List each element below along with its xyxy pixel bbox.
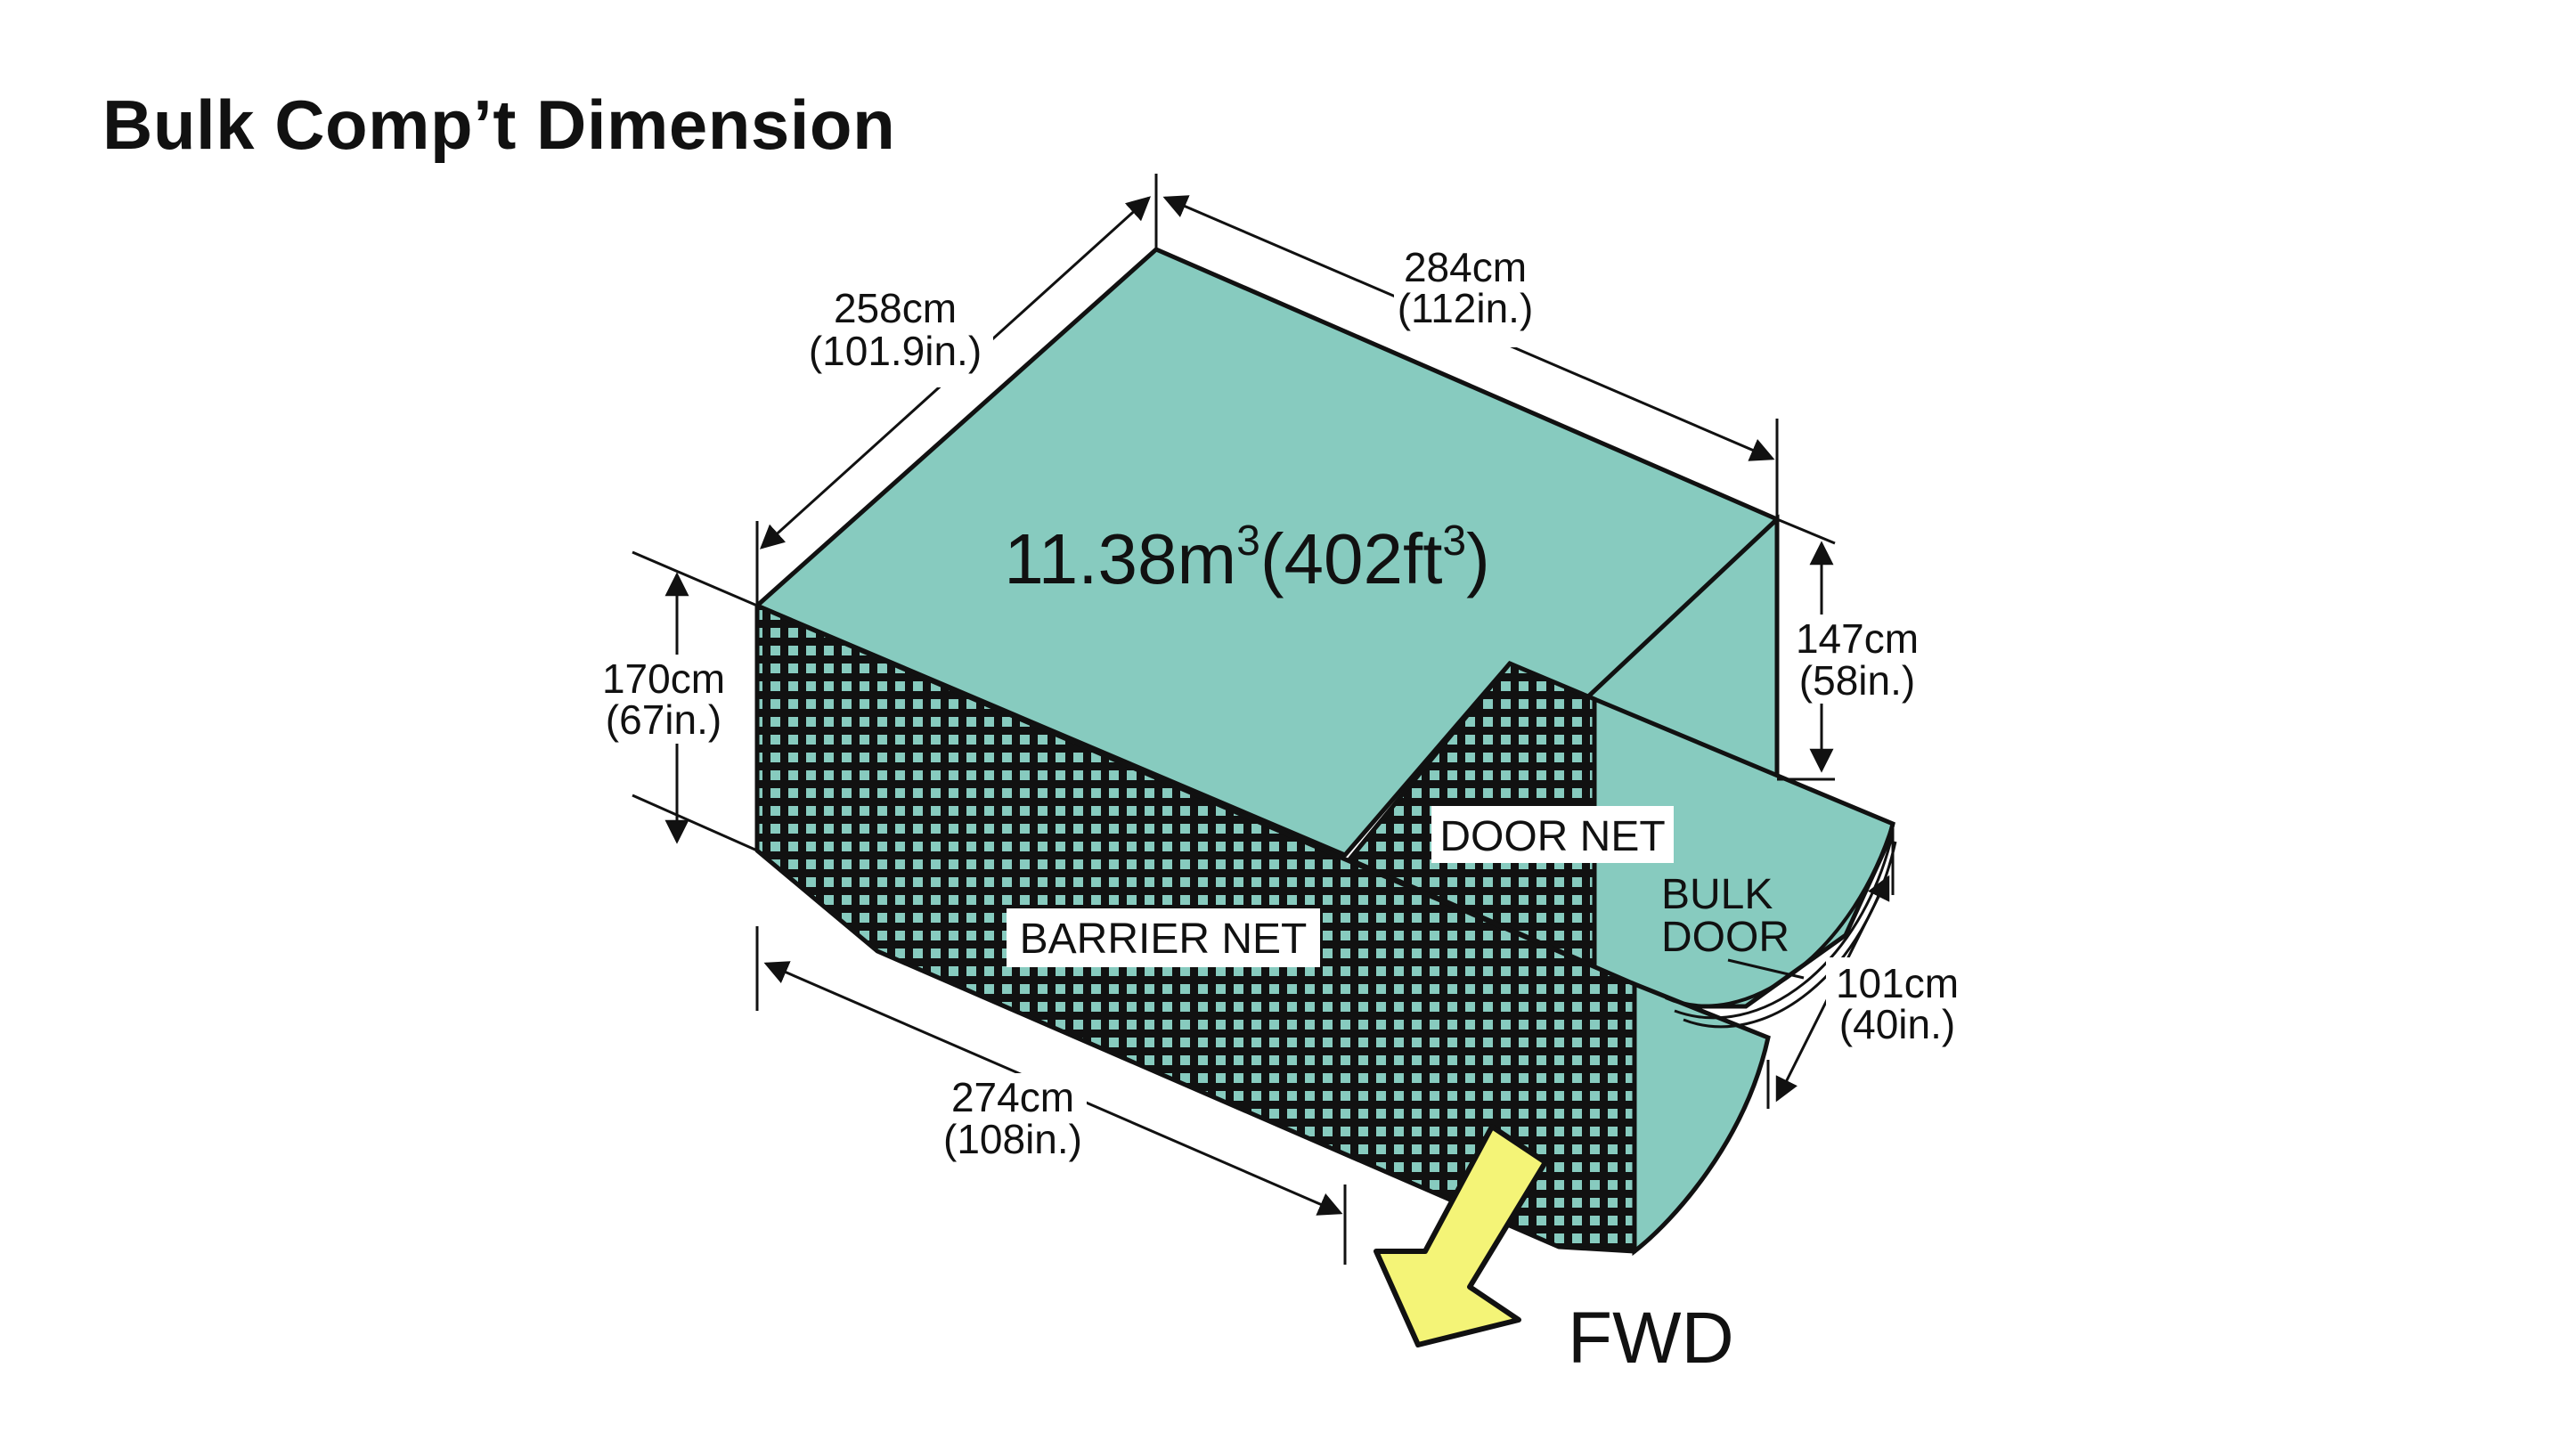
volume-ft-sup: 3	[1442, 517, 1466, 565]
bulk-door-leader	[1727, 958, 1805, 980]
dim-width-in: (101.9in.)	[809, 328, 982, 374]
bulk-door-label-line1: BULK	[1661, 871, 1773, 918]
bulk-door-panel	[1632, 981, 1771, 1257]
dim-door-height-in: (58in.)	[1799, 657, 1915, 704]
dim-height-in: (67in.)	[606, 696, 721, 743]
fwd-label: FWD	[1568, 1298, 1734, 1379]
dim-height-cm: 170cm	[602, 655, 725, 702]
fwd-arrow-icon	[1374, 1124, 1548, 1347]
dim-length-top-cm: 284cm	[1404, 244, 1527, 290]
dim-length-bottom-in: (108in.)	[943, 1116, 1082, 1162]
volume-m: 11.38m	[1004, 519, 1236, 598]
dim-door-width-in: (40in.)	[1839, 1001, 1955, 1047]
dim-door-width-cm: 101cm	[1836, 960, 1959, 1006]
bulk-door-label-line2: DOOR	[1661, 914, 1789, 961]
dim-door-height-cm: 147cm	[1796, 615, 1919, 662]
dim-length-bottom-cm: 274cm	[951, 1074, 1074, 1120]
volume-m-sup: 3	[1236, 517, 1260, 565]
dim-width-cm: 258cm	[834, 285, 957, 331]
volume-close: )	[1466, 519, 1490, 598]
dim-length-top-in: (112in.)	[1398, 285, 1534, 331]
barrier-net-label: BARRIER NET	[1020, 916, 1308, 963]
door-net-label: DOOR NET	[1439, 813, 1665, 860]
page-title: Bulk Comp’t Dimension	[102, 85, 896, 164]
volume-ft: (402ft	[1260, 519, 1443, 598]
volume-label: 11.38m3(402ft3)	[1004, 517, 1490, 598]
